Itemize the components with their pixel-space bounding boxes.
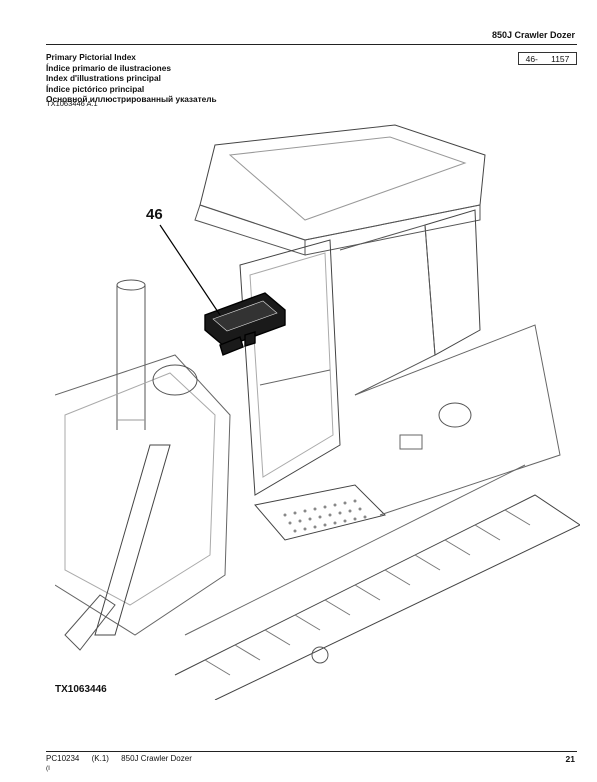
index-titles: Primary Pictorial Index Índice primario …: [46, 52, 217, 105]
footer: PC10234 (K.1) 850J Crawler Dozer: [46, 754, 202, 763]
page-number: 21: [565, 754, 575, 764]
footer-rule: [46, 751, 577, 752]
page-ref-page: 1157: [551, 53, 570, 64]
page-reference-box: 46- 1157: [518, 52, 577, 65]
model-title: 850J Crawler Dozer: [491, 30, 575, 40]
footer-small-mark: (I: [46, 765, 50, 772]
title-portuguese: Índice pictórico principal: [46, 83, 145, 94]
title-spanish: Índice primario de ilustraciones: [46, 62, 171, 73]
title-french: Index d'illustrations principal: [46, 73, 161, 83]
title-english: Primary Pictorial Index: [46, 52, 136, 62]
footer-model: 850J Crawler Dozer: [121, 754, 192, 763]
header-rule: [46, 44, 577, 45]
footer-doc-code: PC10234: [46, 754, 80, 763]
crawler-dozer-cab-illustration: [55, 124, 580, 700]
title-russian: Основной иллюстрированный указатель: [46, 94, 217, 104]
figure-code: TX1063446 A.1: [46, 99, 98, 108]
callout-number: 46: [146, 206, 163, 223]
page-ref-section: 46-: [525, 53, 538, 64]
footer-revision: (K.1): [91, 754, 109, 763]
figure-label: TX1063446: [55, 684, 107, 695]
